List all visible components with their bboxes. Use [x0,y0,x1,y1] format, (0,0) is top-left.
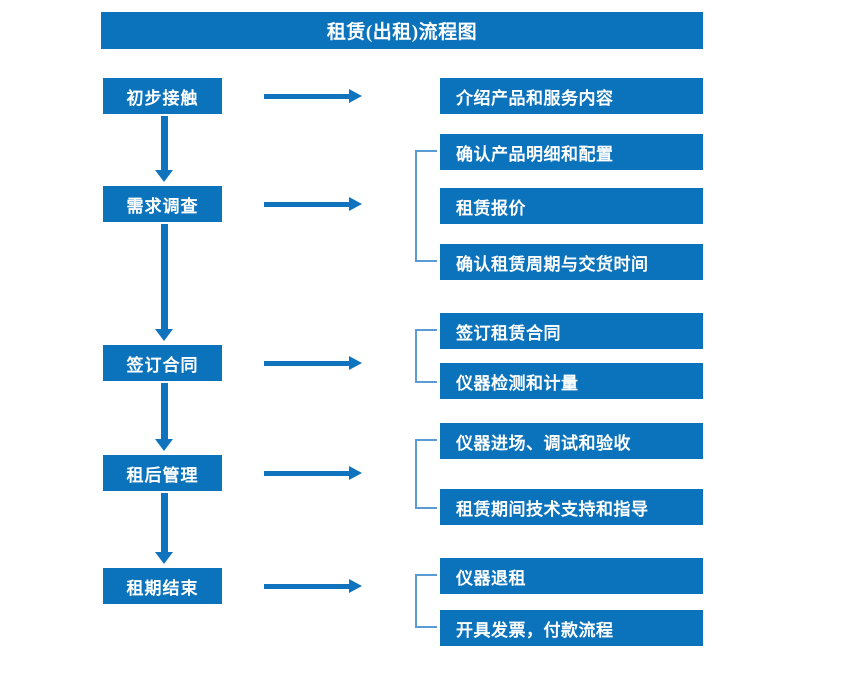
stage-box-sign-contract[interactable]: 签订合同 [103,345,222,381]
vertical-arrow-4 [155,493,173,564]
stage-box-lease-end[interactable]: 租期结束 [103,568,222,604]
horizontal-arrow-1 [264,89,362,103]
detail-box-instrument-inspection[interactable]: 仪器检测和计量 [440,363,703,399]
detail-box-sign-rental-contract[interactable]: 签订租赁合同 [440,313,703,349]
group-bracket-needs-survey [415,150,437,262]
arrow-shaft [161,493,168,553]
group-bracket-post-rental-mgmt [415,439,437,509]
arrow-shaft [264,202,350,207]
detail-box-invoice-payment[interactable]: 开具发票，付款流程 [440,610,703,646]
arrow-shaft [161,224,168,330]
group-bracket-lease-end [415,574,437,628]
arrow-head [349,466,362,480]
detail-box-introduce-products[interactable]: 介绍产品和服务内容 [440,78,703,114]
vertical-arrow-1 [155,116,173,182]
horizontal-arrow-5 [264,579,362,593]
arrow-shaft [264,471,350,476]
detail-box-confirm-product-details[interactable]: 确认产品明细和配置 [440,134,703,170]
arrow-shaft [264,361,350,366]
arrow-head [349,579,362,593]
arrow-head [155,329,173,341]
arrow-head [349,356,362,370]
detail-box-instrument-onsite[interactable]: 仪器进场、调试和验收 [440,423,703,459]
horizontal-arrow-4 [264,466,362,480]
arrow-head [155,170,173,182]
vertical-arrow-3 [155,383,173,451]
stage-box-initial-contact[interactable]: 初步接触 [103,78,222,114]
arrow-head [349,197,362,211]
detail-box-tech-support[interactable]: 租赁期间技术支持和指导 [440,489,703,525]
group-bracket-sign-contract [415,329,437,383]
arrow-shaft [161,383,168,440]
arrow-shaft [161,116,168,171]
detail-box-rental-quote[interactable]: 租赁报价 [440,188,703,224]
arrow-head [155,552,173,564]
arrow-shaft [264,94,350,99]
stage-box-needs-survey[interactable]: 需求调查 [103,186,222,222]
arrow-head [349,89,362,103]
vertical-arrow-2 [155,224,173,341]
stage-box-post-rental-mgmt[interactable]: 租后管理 [103,455,222,491]
detail-box-instrument-return[interactable]: 仪器退租 [440,558,703,594]
horizontal-arrow-2 [264,197,362,211]
arrow-shaft [264,584,350,589]
arrow-head [155,439,173,451]
horizontal-arrow-3 [264,356,362,370]
detail-box-confirm-period-delivery[interactable]: 确认租赁周期与交货时间 [440,244,703,280]
page-title: 租赁(出租)流程图 [101,12,703,49]
